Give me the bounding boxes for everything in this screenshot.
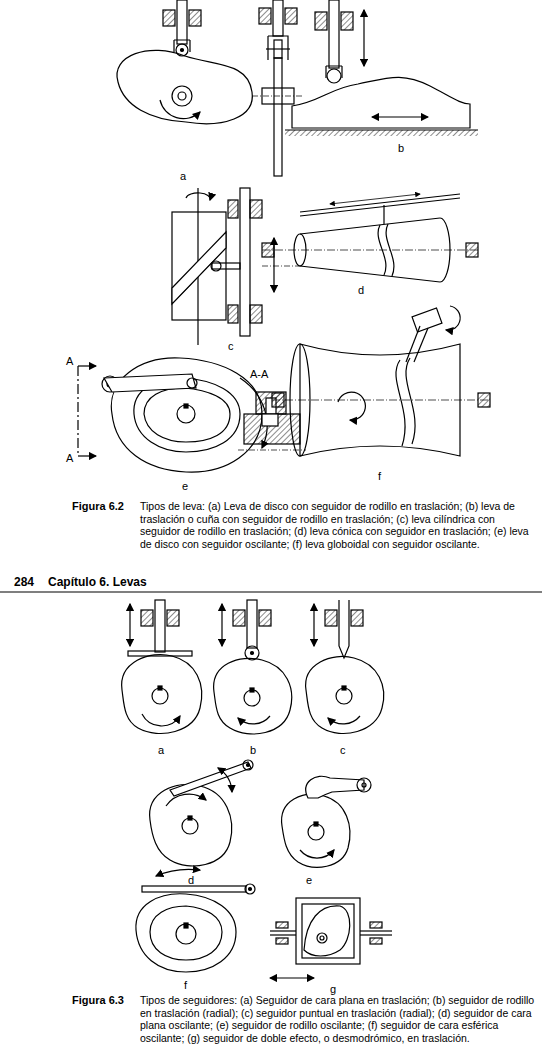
caption-text: Tipos de leva: (a) Leva de disco con seg…: [140, 500, 536, 550]
oscillating-flat-f: [136, 869, 255, 972]
figure-letter: a: [180, 170, 186, 182]
figure-letter: b: [250, 744, 256, 756]
header-rule: [0, 591, 542, 592]
figure-letter: d: [188, 874, 194, 886]
figure-letter: f: [378, 470, 381, 482]
figure-letter: e: [182, 480, 188, 492]
conical-cam-d: [262, 194, 478, 282]
figure-letter: g: [330, 983, 336, 995]
figure-letter: e: [306, 874, 312, 886]
chapter-header: Capítulo 6. Levas: [48, 576, 147, 588]
caption-number: Figura 6.3: [72, 994, 124, 1006]
desmodromic-g: [270, 898, 392, 978]
section-letter: A: [66, 452, 73, 464]
translating-followers: [122, 600, 384, 734]
page-number: 284: [14, 576, 34, 588]
caption-text: Tipos de seguidores: (a) Seguidor de car…: [140, 994, 536, 1044]
oscillating-followers: [150, 760, 371, 867]
figure-letter: d: [358, 284, 364, 296]
grooved-cam-e: [78, 358, 306, 472]
section-label: A-A: [250, 368, 268, 380]
figure-letter: b: [398, 142, 404, 154]
figure-letter: f: [184, 979, 187, 991]
figure-letter: c: [228, 340, 234, 352]
wedge-cam-b: [285, 0, 478, 136]
disc-cam-a: [117, 0, 304, 176]
section-letter: A: [66, 355, 73, 367]
cylindrical-cam-c: [172, 188, 300, 345]
globoidal-cam-f: [272, 306, 490, 456]
figure-letter: c: [340, 744, 346, 756]
figure-letter: a: [158, 744, 164, 756]
caption-number: Figura 6.2: [72, 500, 124, 512]
